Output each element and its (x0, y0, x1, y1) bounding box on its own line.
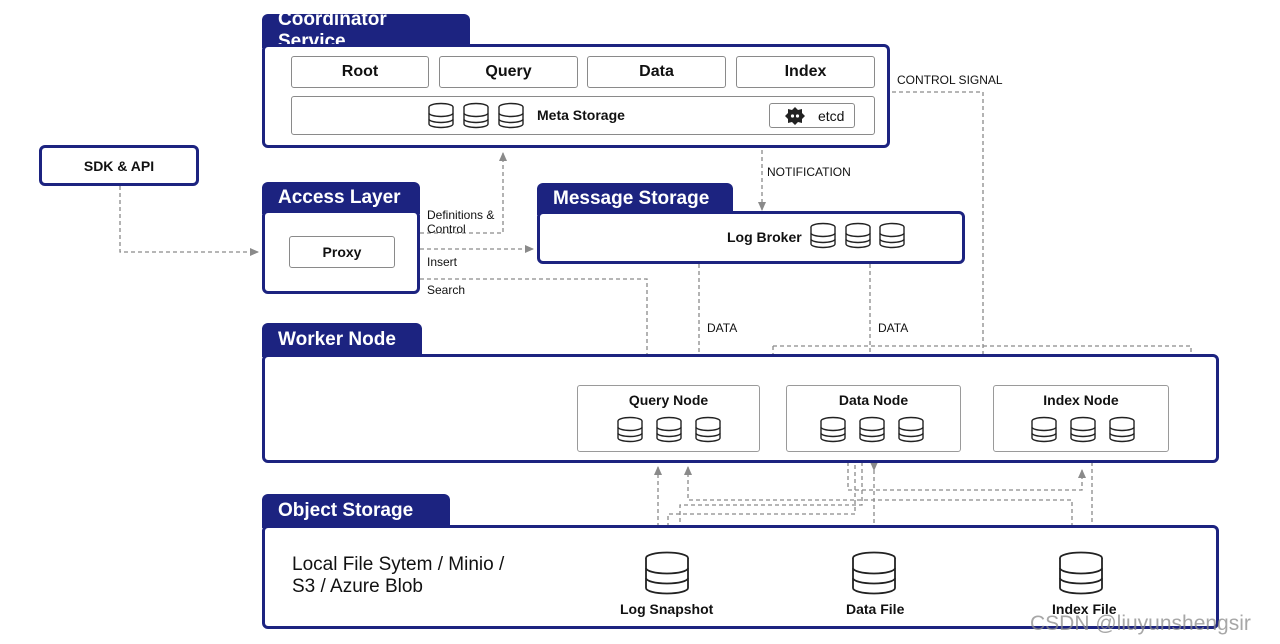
edge-search (420, 278, 651, 383)
object-desc-line2: S3 / Azure Blob (292, 576, 423, 597)
coordinator-box-query-label: Query (485, 63, 532, 80)
query-node-db-icons (617, 416, 721, 443)
proxy-box: Proxy (289, 236, 395, 268)
meta-storage-label: Meta Storage (537, 107, 625, 123)
database-icon (1070, 416, 1096, 443)
control-signal-label: CONTROL SIGNAL (897, 73, 1003, 87)
definitions-label: Definitions & Control (427, 208, 494, 236)
data-file-label: Data File (846, 601, 905, 617)
index-node-label: Index Node (1043, 392, 1119, 408)
message-title: Message Storage (553, 188, 710, 209)
access-title: Access Layer (278, 187, 401, 208)
database-icon (810, 222, 836, 249)
object-storage-db-icons (645, 551, 1103, 595)
watermark: CSDN @liuyunshengsir (1030, 612, 1251, 635)
database-icon (1059, 551, 1103, 595)
coordinator-title-tab: Coordinator Service (262, 9, 470, 52)
coordinator-box-root-label: Root (341, 63, 379, 80)
database-icon (428, 102, 454, 129)
object-storage-description: Local File Sytem / Minio / S3 / Azure Bl… (292, 554, 504, 598)
coordinator-box-index-label: Index (784, 63, 827, 80)
log-snapshot-label: Log Snapshot (620, 601, 714, 617)
edge-access-to-coordinator (420, 152, 507, 234)
query-node-label: Query Node (628, 392, 709, 408)
sdk-api-label: SDK & API (83, 157, 155, 174)
etcd-label: etcd (818, 107, 845, 124)
database-icon (656, 416, 682, 443)
database-icon (852, 551, 896, 595)
object-desc-line1: Local File Sytem / Minio / (292, 554, 505, 575)
data-label-datanode: DATA (878, 321, 909, 335)
definitions-label-line1: Definitions & (427, 208, 495, 222)
meta-storage-db-icons (428, 102, 524, 129)
database-icon (645, 551, 689, 595)
database-icon (879, 222, 905, 249)
search-label: Search (427, 283, 466, 297)
database-icon (1031, 416, 1057, 443)
etcd-box: etcd (769, 103, 855, 128)
coordinator-box-root: Root (291, 56, 429, 88)
notification-label: NOTIFICATION (767, 165, 851, 179)
object-title: Object Storage (278, 500, 414, 521)
data-node-db-icons (820, 416, 924, 443)
access-title-tab: Access Layer (262, 182, 420, 214)
log-broker-label: Log Broker (727, 229, 802, 245)
coordinator-box-query: Query (439, 56, 578, 88)
data-node-label: Data Node (838, 392, 909, 408)
etcd-icon (785, 106, 805, 125)
edge-query-from-indexfile (684, 466, 1073, 548)
database-icon (845, 222, 871, 249)
index-file-label: Index File (1052, 601, 1117, 617)
insert-label: Insert (427, 255, 458, 269)
database-icon (820, 416, 846, 443)
coordinator-box-data-label: Data (639, 63, 674, 80)
sdk-api-box: SDK & API (39, 145, 199, 186)
edge-sdk-to-access (119, 186, 259, 256)
database-icon (498, 102, 524, 129)
data-label-query: DATA (707, 321, 738, 335)
worker-title: Worker Node (278, 329, 396, 350)
definitions-label-line2: Control (427, 222, 466, 236)
edge-datanode-to-indexfile (847, 462, 1086, 491)
database-icon (859, 416, 885, 443)
coordinator-box-data: Data (587, 56, 726, 88)
database-icon (1109, 416, 1135, 443)
database-icon (617, 416, 643, 443)
proxy-label: Proxy (322, 244, 362, 260)
index-node-db-icons (1031, 416, 1135, 443)
object-title-tab: Object Storage (262, 494, 450, 528)
database-icon (898, 416, 924, 443)
coordinator-box-index: Index (736, 56, 875, 88)
log-broker-db-icons (810, 222, 905, 249)
worker-title-tab: Worker Node (262, 323, 422, 357)
database-icon (463, 102, 489, 129)
database-icon (695, 416, 721, 443)
message-title-tab: Message Storage (537, 183, 733, 215)
